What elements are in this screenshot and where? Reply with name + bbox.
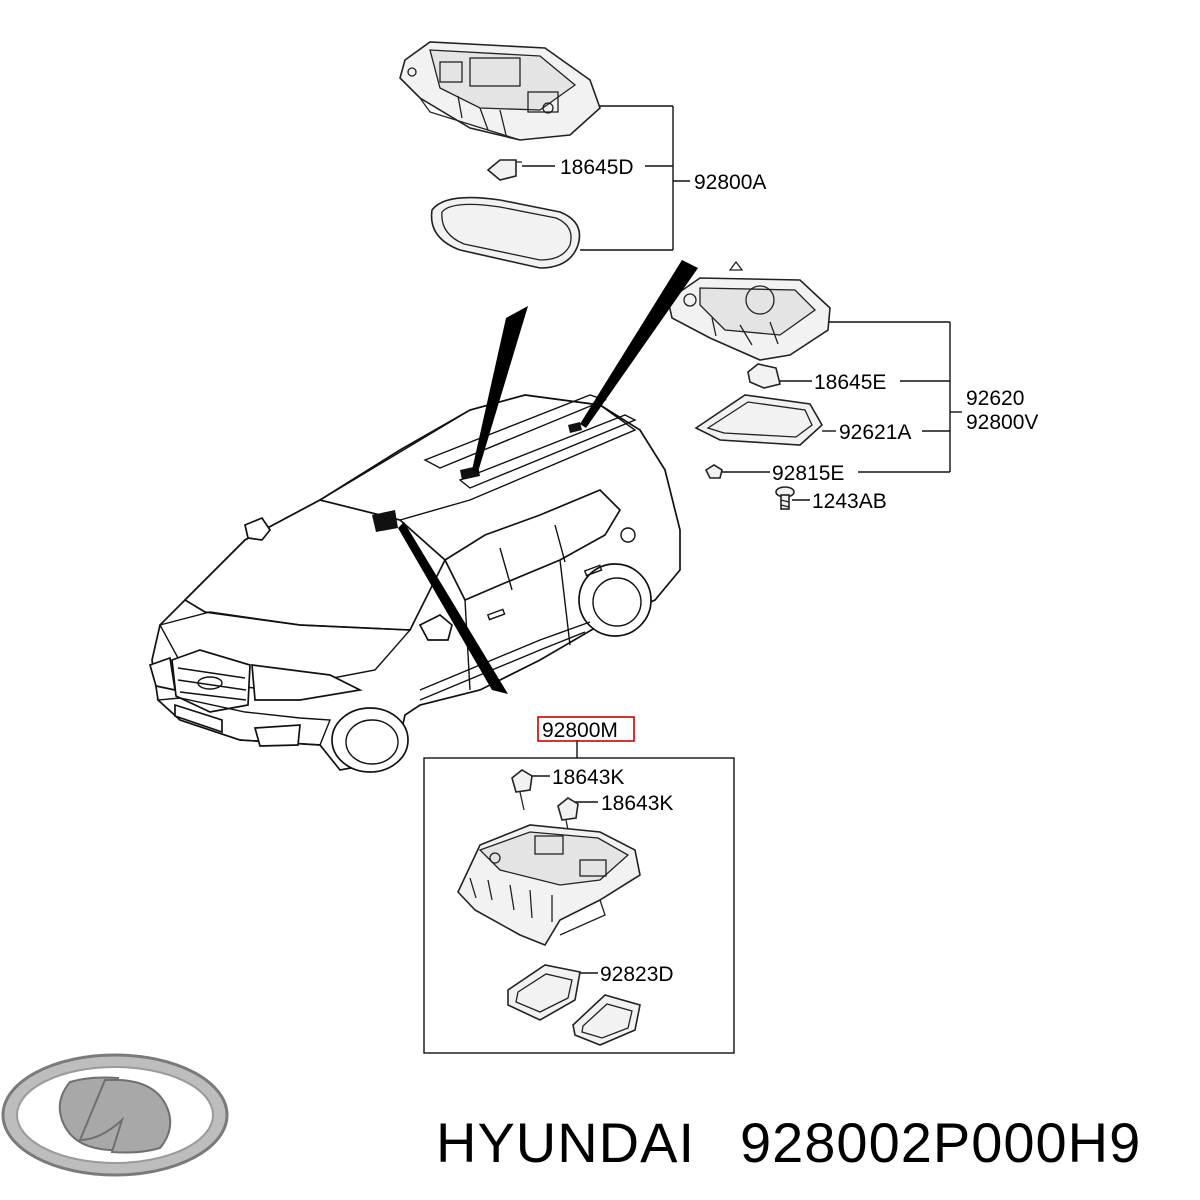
- label-92823D: 92823D: [600, 963, 674, 986]
- label-92621A: 92621A: [839, 421, 911, 444]
- lens-92823D-right: [572, 994, 641, 1046]
- bulb-18645E: [747, 363, 781, 389]
- leader-lines-a: [522, 105, 690, 251]
- lens-a: [430, 196, 581, 269]
- screw-1243AB: [775, 486, 795, 510]
- label-18645D: 18645D: [560, 156, 634, 179]
- leader-lines-b: [722, 321, 962, 501]
- clip-92815E: [704, 464, 723, 479]
- label-92800M: 92800M: [542, 719, 618, 742]
- label-92815E: 92815E: [772, 462, 844, 485]
- label-1243AB: 1243AB: [812, 490, 887, 513]
- brand-name: HYUNDAI: [436, 1111, 695, 1174]
- lens-92823D-left: [507, 964, 581, 1021]
- leader-lines-c: [423, 740, 735, 1054]
- label-92800A: 92800A: [694, 171, 766, 194]
- suv-vehicle-illustration: [148, 394, 681, 773]
- lens-92621A: [694, 394, 824, 446]
- label-18643K-1: 18643K: [552, 766, 624, 789]
- overhead-console-a: [399, 41, 601, 141]
- label-18643K-2: 18643K: [601, 792, 673, 815]
- label-92800V: 92800V: [966, 411, 1038, 434]
- label-92620: 92620: [966, 387, 1024, 410]
- label-18645E: 18645E: [814, 371, 886, 394]
- hyundai-logo-icon: [1, 1053, 229, 1177]
- callout-pointers: [398, 260, 698, 694]
- highlight-box-92800M: [537, 716, 635, 742]
- bulb-18645D: [486, 159, 522, 181]
- bulb-18643K-1: [511, 769, 533, 811]
- dome-lamp-b: [667, 260, 831, 361]
- part-number: 928002P000H9: [740, 1111, 1141, 1174]
- map-lamp-console-92800M: [457, 824, 641, 946]
